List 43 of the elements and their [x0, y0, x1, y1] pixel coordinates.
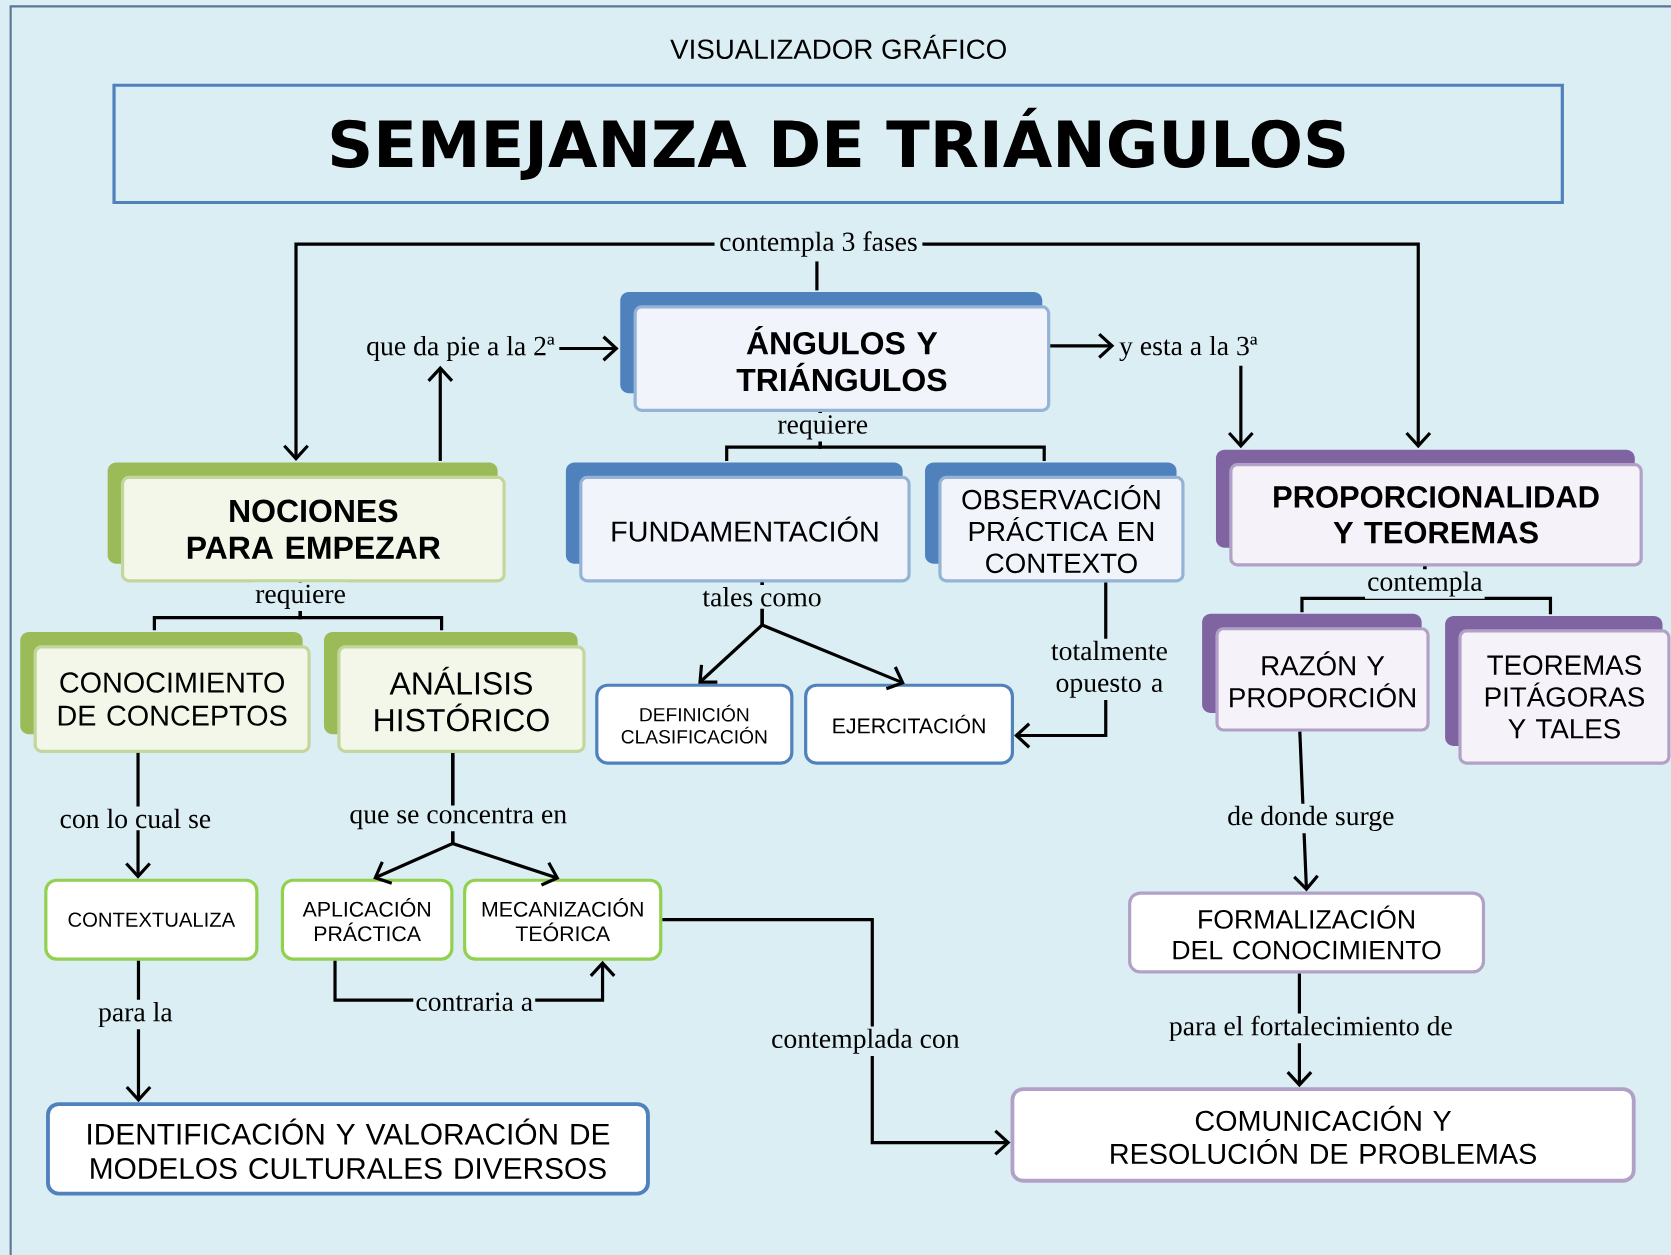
linking-text: y esta a la 3ª	[1119, 335, 1258, 361]
edge-label: requiere	[775, 412, 871, 442]
concept-box: IDENTIFICACIÓN Y VALORACIÓN DE MODELOS CULTURALES DIVERSOS	[46, 1101, 650, 1196]
arrow	[283, 242, 715, 461]
edge-label: de donde surge	[1225, 803, 1397, 833]
concept-box: APLICACIÓN PRÁCTICA	[280, 878, 454, 961]
linking-text: que da pie a la 2ª	[367, 335, 555, 361]
arrow	[760, 582, 905, 691]
concept-box: COMUNICACIÓN Y RESOLUCIÓN DE PROBLEMAS	[1010, 1087, 1636, 1183]
edge-label: con lo cual se	[57, 806, 214, 831]
concept-box: EJERCITACIÓN	[804, 683, 1014, 765]
edge-label: contraria a	[413, 990, 536, 1013]
arrow	[1227, 365, 1254, 448]
arrow	[1050, 332, 1115, 359]
arrow	[922, 242, 1432, 448]
concept-box: CONTEXTUALIZA	[44, 878, 259, 961]
edge-label: tales como	[700, 584, 824, 609]
concept-box: MECANIZACIÓN TEÓRICA	[463, 878, 663, 961]
edge-label: totalmente opuesto a	[1032, 638, 1187, 700]
concept-box: ÁNGULOS Y TRIÁNGULOS	[620, 291, 1051, 412]
arrow	[662, 917, 1011, 1156]
title-box: SEMEJANZA DE TRIÁNGULOS	[112, 83, 1564, 204]
concept-box: ANÁLISIS HISTÓRICO	[324, 631, 586, 753]
edge-label: requiere	[253, 582, 349, 611]
concept-box: FUNDAMENTACIÓN	[565, 462, 911, 583]
edge-label: para el fortalecimiento de	[1166, 1013, 1455, 1044]
linking-text: contempla 3 fases	[720, 231, 917, 257]
edge-label: que se concentra en	[347, 805, 570, 832]
concept-box: NOCIONES PARA EMPEZAR	[107, 462, 506, 583]
concept-box: TEOREMAS PITÁGORAS Y TALES	[1445, 615, 1671, 765]
edge-label: contempla	[1365, 569, 1485, 599]
concept-box: RAZÓN Y PROPORCIÓN	[1202, 613, 1430, 732]
arrow	[427, 365, 454, 461]
concept-box: OBSERVACIÓN PRÁCTICA EN CONTEXTO	[925, 462, 1185, 583]
edge-label: para la	[95, 999, 175, 1030]
concept-box: CONOCIMIENTO DE CONCEPTOS	[20, 631, 311, 753]
concept-box: FORMALIZACIÓN DEL CONOCIMIENTO	[1128, 891, 1486, 974]
arrow	[451, 752, 560, 887]
diagram-title: VISUALIZADOR GRÁFICO	[670, 34, 1006, 59]
edge-label: contemplada con	[768, 1026, 962, 1056]
concept-box: DEFINICIÓN CLASIFICACIÓN	[595, 683, 794, 765]
arrow	[559, 335, 619, 362]
concept-box: PROPORCIONALIDAD Y TEOREMAS	[1215, 449, 1643, 567]
